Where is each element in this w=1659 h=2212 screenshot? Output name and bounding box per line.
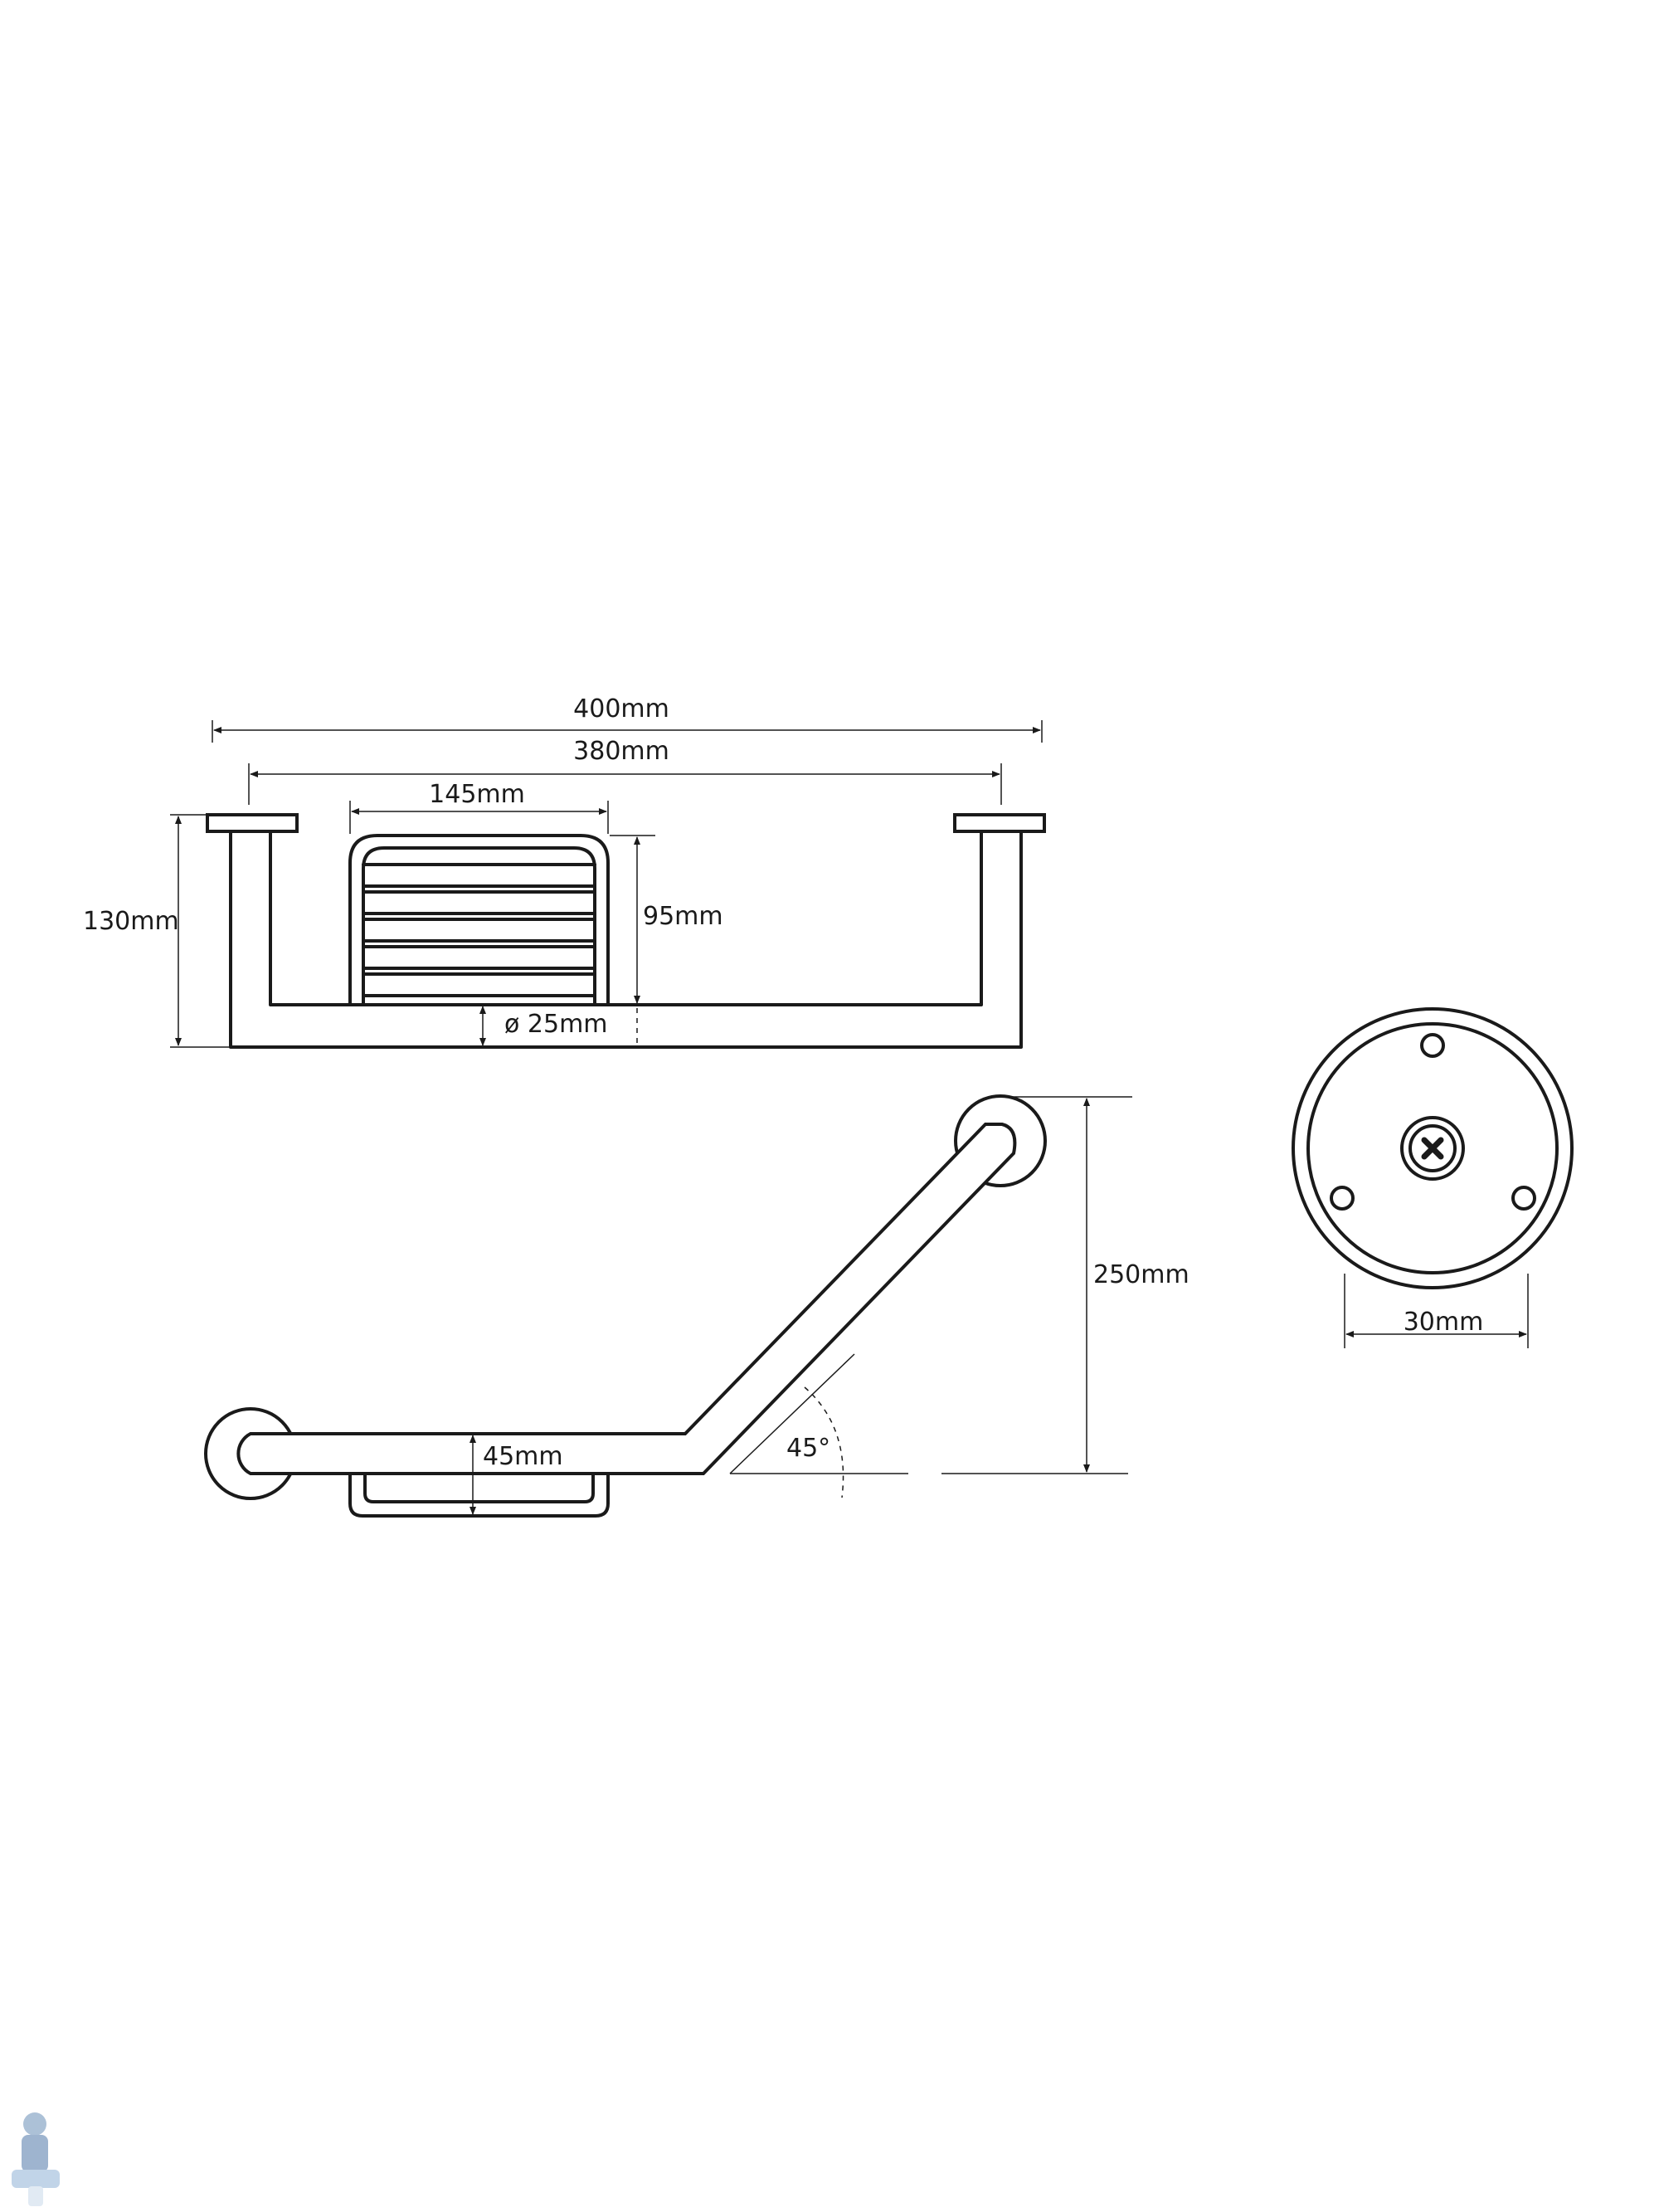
dim-250-label: 250mm xyxy=(1093,1260,1190,1289)
dim-95-label: 95mm xyxy=(643,902,723,931)
dim-tube-diameter-label: ø 25mm xyxy=(504,1010,608,1039)
dim-30: 30mm xyxy=(1344,1274,1529,1348)
dim-250: 250mm xyxy=(941,1096,1190,1474)
top-view: 400mm 380mm 145mm 95mm 130mm xyxy=(83,694,1046,1049)
flange-hole-right xyxy=(1511,1186,1536,1211)
plumber-mascot-logo xyxy=(12,2112,60,2206)
right-flange xyxy=(953,813,1046,833)
flange-outer-ring xyxy=(1292,1007,1574,1289)
dim-145-label: 145mm xyxy=(429,780,525,809)
dim-angle-label: 45° xyxy=(786,1434,830,1463)
left-flange xyxy=(206,813,299,833)
upper-flange xyxy=(954,1094,1047,1187)
flange-center-boss xyxy=(1400,1116,1465,1181)
soap-basket-side xyxy=(348,1472,610,1518)
dim-tube-diameter: ø 25mm xyxy=(479,1006,608,1046)
dim-45-label: 45mm xyxy=(483,1442,563,1471)
dim-angle: 45° xyxy=(729,1353,908,1498)
grab-bar-top xyxy=(229,831,1023,1049)
dim-400: 400mm xyxy=(212,694,1043,743)
dim-30-label: 30mm xyxy=(1404,1308,1484,1337)
soap-basket-top xyxy=(348,834,610,1006)
dim-45: 45mm xyxy=(469,1435,563,1515)
screw-head-icon xyxy=(1421,1137,1444,1160)
dim-95: 95mm xyxy=(610,835,723,1047)
dim-400-label: 400mm xyxy=(573,694,669,724)
dim-380-label: 380mm xyxy=(573,737,669,766)
flange-center-hub xyxy=(1408,1124,1457,1172)
dim-130: 130mm xyxy=(83,814,231,1048)
angled-view: 45mm 45° 250mm xyxy=(204,1094,1190,1518)
dim-380: 380mm xyxy=(248,737,1002,805)
flange-view: 30mm xyxy=(1292,1007,1574,1348)
dim-145: 145mm xyxy=(349,780,609,834)
flange-inner-ring xyxy=(1306,1022,1559,1274)
grab-bar-angled xyxy=(236,1123,1017,1475)
dim-130-label: 130mm xyxy=(83,907,179,936)
flange-hole-top xyxy=(1420,1033,1445,1058)
flange-hole-left xyxy=(1330,1186,1355,1211)
